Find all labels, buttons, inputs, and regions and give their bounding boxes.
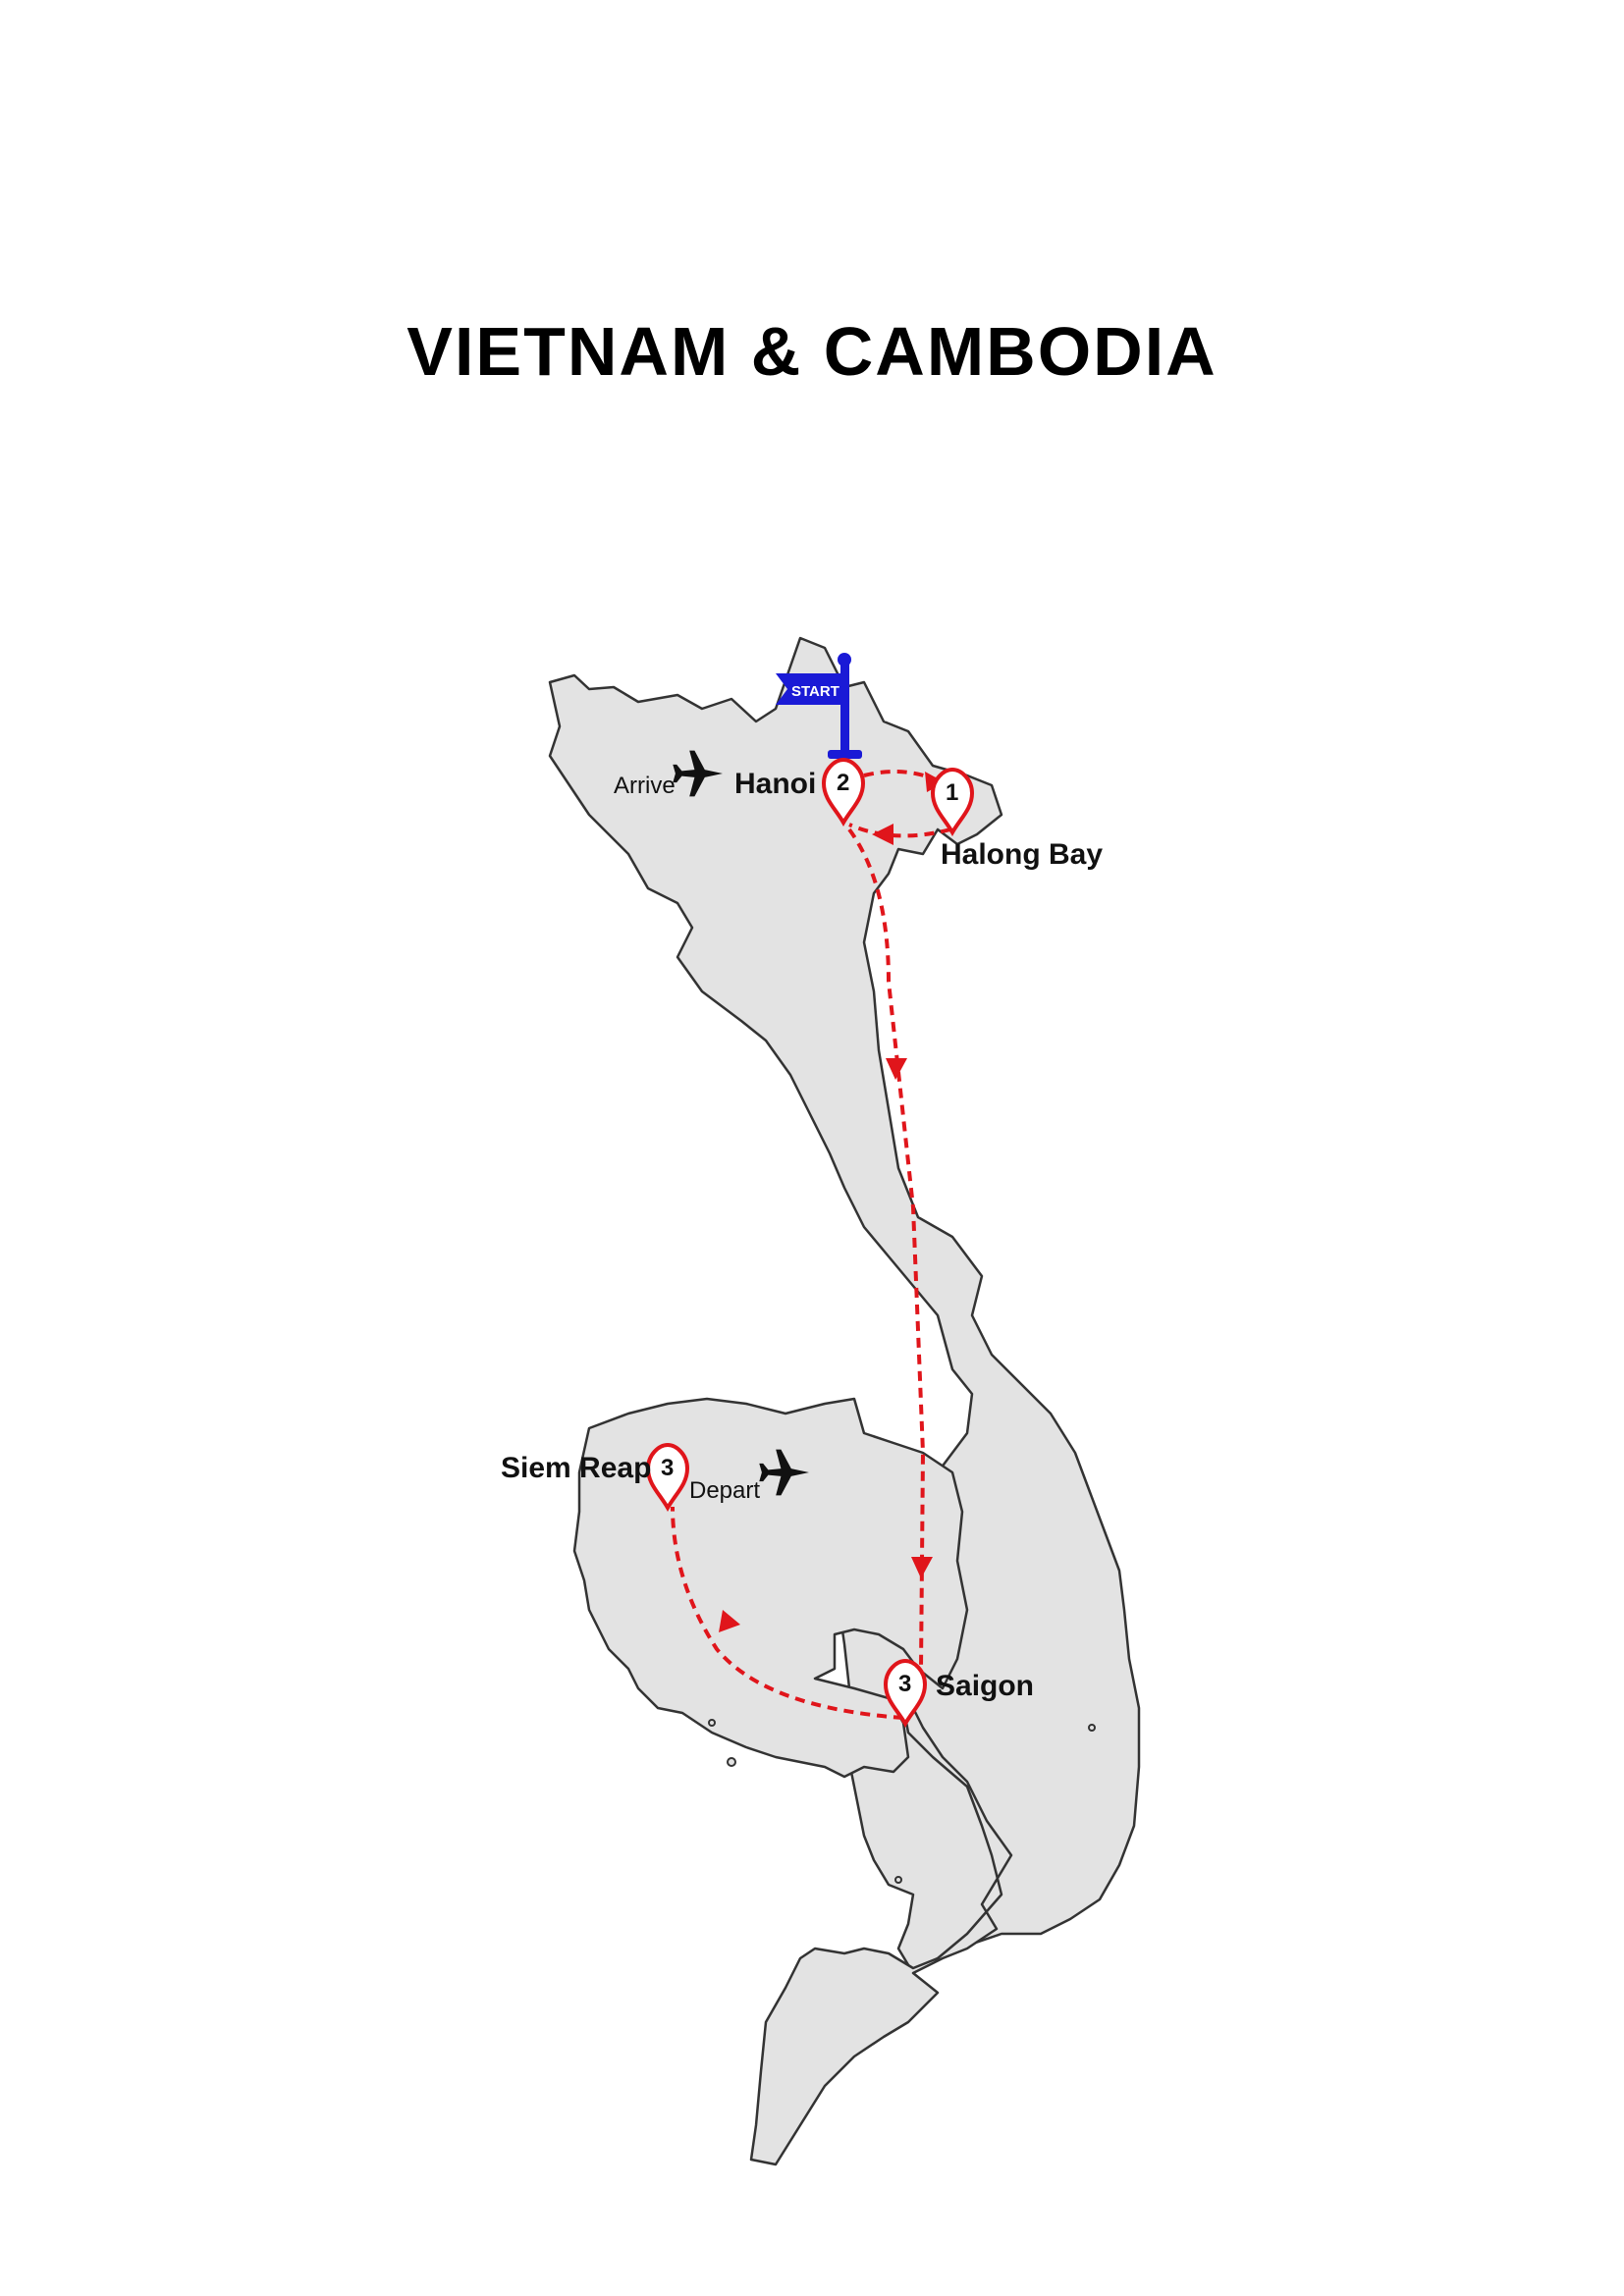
island	[894, 1876, 902, 1884]
stop-label-halong: Halong Bay	[941, 838, 1103, 871]
map-pin-icon: 2	[821, 757, 866, 828]
pin-nights-halong: 1	[946, 779, 958, 806]
route-halong-hanoi	[848, 823, 951, 838]
flag-pole-base	[828, 750, 862, 759]
flag-pole-top	[838, 653, 851, 667]
vietnam-landmass	[548, 636, 1141, 1975]
map-pin-icon: 1	[930, 767, 975, 837]
route-arrows	[719, 772, 945, 1632]
pin-nights-hanoi: 2	[837, 770, 849, 796]
route-saigon-siemreap	[671, 1506, 904, 1720]
stop-label-hanoi: Hanoi	[734, 768, 816, 800]
stop-label-saigon: Saigon	[936, 1670, 1034, 1702]
airplane-icon	[759, 1449, 809, 1496]
south-vietnam-landmass	[749, 1677, 1013, 2166]
route-hanoi-saigon	[847, 828, 926, 1670]
pin-nights-saigon: 3	[898, 1671, 911, 1697]
arrow-head	[872, 824, 893, 845]
start-flag: START	[776, 653, 862, 759]
arrow-head	[911, 1557, 933, 1578]
pin-nights-siemreap: 3	[661, 1455, 674, 1481]
map-pin-icon: 3	[645, 1442, 690, 1513]
route-lines	[671, 770, 951, 1720]
arrive-label: Arrive	[614, 773, 676, 799]
map-pin-icon: 3	[883, 1658, 928, 1729]
stop-label-siemreap: Siem Reap	[501, 1452, 651, 1484]
map-title: VIETNAM & CAMBODIA	[406, 313, 1218, 390]
island	[708, 1719, 716, 1727]
arrow-head	[886, 1058, 907, 1080]
depart-label: Depart	[689, 1477, 760, 1504]
flag-icon	[776, 673, 840, 705]
arrow-head	[719, 1610, 740, 1632]
island	[727, 1757, 736, 1767]
airplane-icon	[673, 750, 723, 797]
island	[1088, 1724, 1096, 1732]
flag-pole	[840, 660, 849, 756]
start-flag-label: START	[791, 683, 839, 700]
